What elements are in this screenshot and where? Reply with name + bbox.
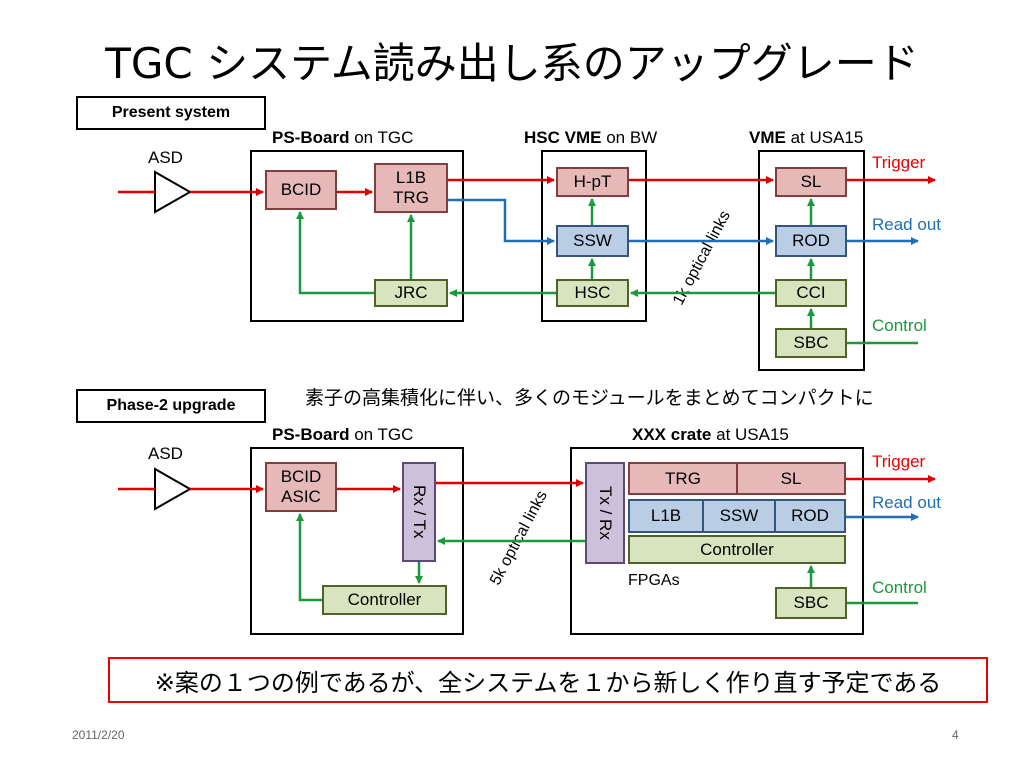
footer-note: ※案の１つの例であるが、全システムを１から新しく作り直す予定である	[108, 657, 988, 703]
present-system-label: Present system	[76, 96, 266, 130]
phase2-label: Phase-2 upgrade	[76, 389, 266, 423]
phase2-note: 素子の高集積化に伴い、多くのモジュールをまとめてコンパクトに	[305, 387, 874, 409]
sbc-module-phase2: SBC	[775, 587, 847, 619]
ps-board-header: PS-Board on TGC	[272, 128, 414, 147]
bcid-module: BCID	[265, 170, 337, 210]
phase2-trigger-label: Trigger	[872, 452, 926, 471]
l1b-module-phase2: L1B	[628, 499, 704, 533]
fpgas-label: FPGAs	[628, 572, 680, 589]
present-trigger-label: Trigger	[872, 153, 926, 172]
page-title: TGC システム読み出し系のアップグレード	[105, 39, 919, 88]
crate-header: XXX crate at USA15	[632, 425, 789, 444]
rx-tx-module: Rx / Tx	[402, 462, 436, 562]
controller-right-module: Controller	[628, 535, 846, 564]
hpt-module: H-pT	[556, 167, 629, 197]
vme-header: VME at USA15	[749, 128, 864, 147]
sbc-module: SBC	[775, 328, 847, 358]
rod-module-phase2: ROD	[774, 499, 846, 533]
ssw-module-phase2: SSW	[702, 499, 776, 533]
phase2-control-label: Control	[872, 578, 927, 597]
tx-rx-module: Tx / Rx	[585, 462, 625, 564]
jrc-module: JRC	[374, 279, 448, 307]
asd-triangle-phase2	[154, 467, 193, 511]
slide-date: 2011/2/20	[72, 728, 125, 742]
cci-module: CCI	[775, 279, 847, 307]
sl-module: SL	[775, 167, 847, 197]
ps-board-header-phase2: PS-Board on TGC	[272, 425, 414, 444]
trg-module-phase2: TRG	[628, 462, 738, 495]
asd-triangle-present	[154, 170, 193, 214]
phase2-readout-label: Read out	[872, 493, 941, 512]
hsc-module: HSC	[556, 279, 629, 307]
sl-module-phase2: SL	[736, 462, 846, 495]
present-readout-label: Read out	[872, 215, 941, 234]
hsc-vme-header: HSC VME on BW	[524, 128, 658, 147]
asd-label-present: ASD	[148, 148, 183, 167]
rod-module: ROD	[775, 225, 847, 257]
asd-label-phase2: ASD	[148, 444, 183, 463]
ps-board-frame	[250, 150, 464, 322]
controller-left-module: Controller	[322, 585, 447, 615]
page-number: 4	[952, 728, 959, 742]
hsc-vme-frame	[541, 150, 647, 322]
vme-frame	[758, 150, 865, 371]
present-control-label: Control	[872, 316, 927, 335]
ssw-module: SSW	[556, 225, 629, 257]
